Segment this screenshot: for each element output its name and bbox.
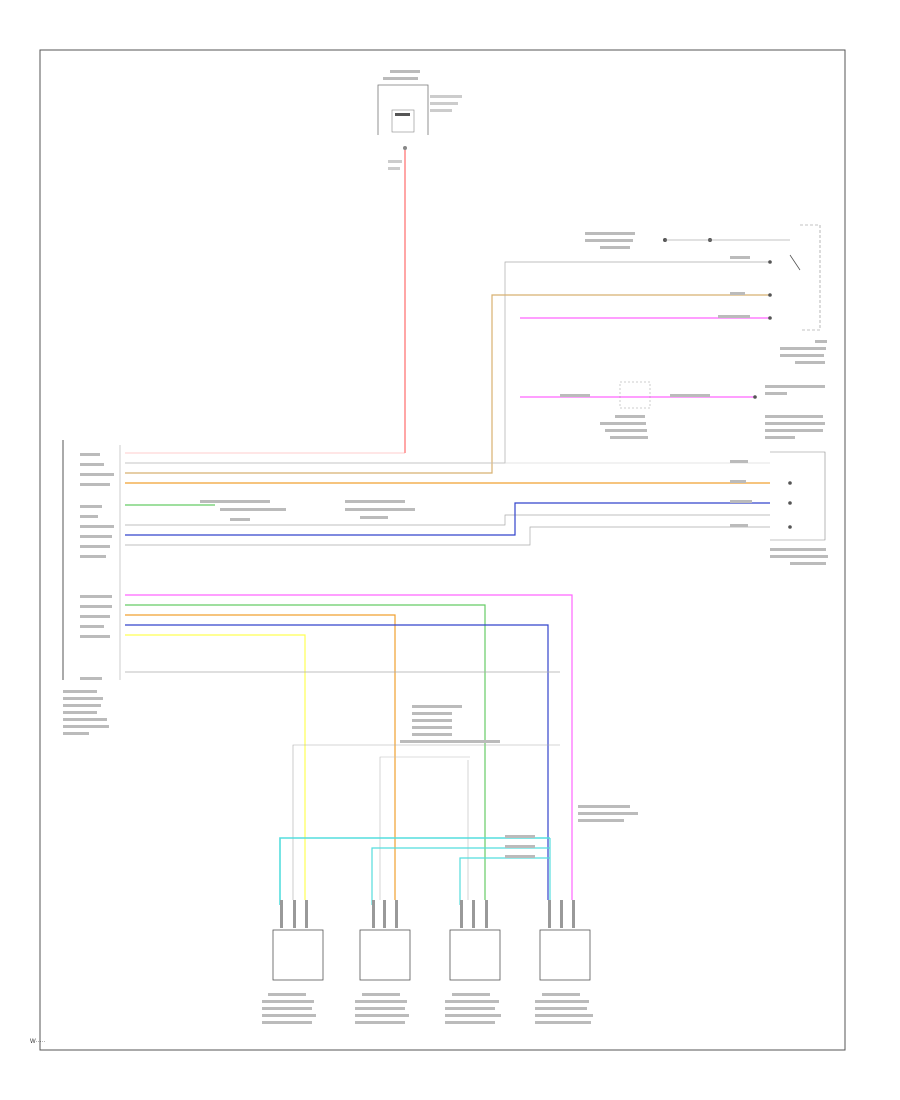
wire-cyan (279, 837, 550, 905)
fuse-block (377, 70, 462, 170)
wire-yellow (125, 634, 306, 900)
wire-gray-1 (125, 261, 770, 464)
wire-blue-2 (125, 624, 549, 900)
sensor-pins (280, 900, 575, 928)
relay-block (560, 381, 825, 439)
inline-labels (200, 500, 638, 858)
wire-green-2 (125, 604, 486, 900)
wire-harness (125, 150, 770, 905)
wire-gray-3 (125, 526, 770, 546)
wire-orange-2 (125, 614, 396, 900)
wire-blue (125, 502, 770, 536)
wheel-sensor-1 (262, 929, 324, 1024)
wheel-sensor-2 (355, 929, 411, 1024)
figure-code: W····· (30, 1039, 46, 1045)
wire-tan (125, 294, 770, 474)
wheel-sensor-4 (535, 929, 593, 1024)
diagram-frame (39, 49, 846, 1051)
right-connector (730, 451, 828, 565)
switch-block (585, 224, 827, 364)
wheel-sensor-3 (445, 929, 501, 1024)
control-module (62, 440, 121, 735)
wire-pink (125, 594, 573, 900)
wire-gray-2 (125, 514, 770, 526)
